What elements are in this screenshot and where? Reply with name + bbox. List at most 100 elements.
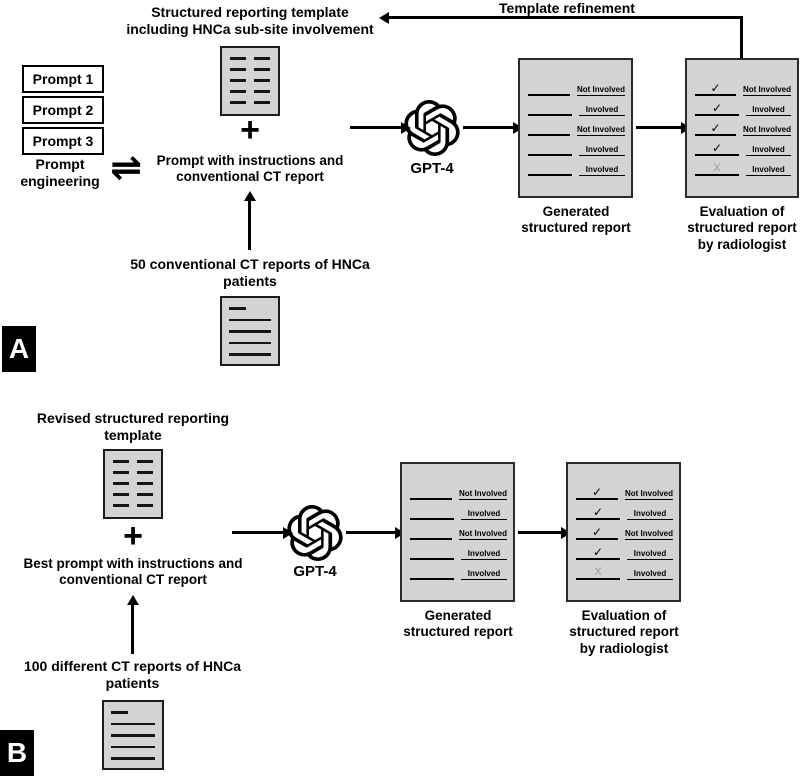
status-text: Not Involved: [576, 85, 625, 96]
template-refinement-arrow-drop: [740, 16, 743, 59]
mark-line: ✓: [695, 134, 739, 156]
report-row: ✓ Not Involved: [695, 76, 791, 96]
plus-icon: +: [240, 111, 260, 149]
report-row: ✓ Not Involved: [695, 116, 791, 136]
evaluation-report-label-b: Evaluation of structured report by radio…: [569, 608, 679, 656]
status-text: Involved: [461, 569, 507, 580]
openai-logo-icon: [404, 100, 460, 157]
report-row: Not Involved: [410, 480, 507, 500]
report-row: ✓ Involved: [695, 136, 791, 156]
report-row: Not Involved: [528, 76, 625, 96]
check-icon: ✓: [591, 485, 603, 499]
generated-report-b: Not Involved Involved Not Involved Invol…: [400, 462, 515, 602]
generated-report-a: Not Involved Involved Not Involved Invol…: [518, 58, 633, 198]
status-text: Not Involved: [742, 125, 791, 136]
evaluation-report-label-a: Evaluation of structured report by radio…: [687, 204, 797, 252]
generated-report-label-a: Generated structured report: [521, 204, 631, 236]
mark-line: ✓: [576, 498, 620, 520]
status-text: Not Involved: [742, 85, 791, 96]
arrow-right-icon: [350, 121, 411, 134]
status-text: Involved: [746, 165, 791, 176]
status-text: Not Involved: [458, 529, 507, 540]
mark-line: ✓: [695, 114, 736, 136]
arrow-right-icon: [232, 526, 293, 539]
template-doc-lines: [105, 451, 161, 507]
status-text: Involved: [746, 145, 791, 156]
status-text: Not Involved: [624, 489, 673, 500]
status-text: Not Involved: [458, 489, 507, 500]
ct-report-doc-icon: [102, 700, 164, 770]
report-row: X Involved: [695, 156, 791, 176]
mark-line: ✓: [695, 94, 739, 116]
plus-icon: +: [123, 517, 143, 555]
x-mark-icon: X: [594, 566, 602, 578]
status-text: Involved: [627, 509, 673, 520]
report-row: Not Involved: [410, 520, 507, 540]
status-text: Involved: [627, 569, 673, 580]
arrow-right-icon: [518, 526, 571, 539]
status-text: Involved: [461, 509, 507, 520]
status-text: Involved: [627, 549, 673, 560]
blank-line: [528, 74, 570, 96]
report-row: ✓ Involved: [695, 96, 791, 116]
prompt-with-instructions-label: Prompt with instructions and conventiona…: [156, 153, 344, 185]
report-row: ✓ Not Involved: [576, 480, 673, 500]
template-refinement-label: Template refinement: [499, 0, 635, 16]
blank-line: [410, 538, 454, 560]
report-row: Involved: [410, 540, 507, 560]
template-doc-lines: [222, 48, 278, 104]
status-text: Involved: [461, 549, 507, 560]
ct-reports-label-b: 100 different CT reports of HNCa patient…: [23, 658, 242, 692]
report-row: Involved: [528, 96, 625, 116]
openai-logo-icon: [287, 505, 343, 562]
best-prompt-label: Best prompt with instructions and conven…: [23, 556, 243, 588]
report-row: ✓ Involved: [576, 540, 673, 560]
arrow-right-icon: [463, 121, 523, 134]
panel-b-tag: B: [0, 730, 34, 776]
check-icon: ✓: [591, 525, 603, 539]
check-icon: ✓: [710, 121, 721, 135]
report-row: X Involved: [576, 560, 673, 580]
x-mark-icon: X: [713, 162, 721, 174]
blank-line: [528, 114, 570, 136]
status-text: Involved: [579, 105, 625, 116]
template-refinement-arrow: [379, 11, 742, 24]
status-text: Involved: [746, 105, 791, 116]
prompt-engineering-label: Prompt engineering: [20, 156, 100, 190]
evaluation-report-b: ✓ Not Involved ✓ Involved ✓ Not Involved ✓ I…: [566, 462, 681, 602]
blank-line: [410, 558, 454, 580]
prompt-1-box: Prompt 1: [22, 65, 104, 93]
blank-line: [528, 94, 572, 116]
status-text: Not Involved: [576, 125, 625, 136]
report-row: Involved: [528, 136, 625, 156]
ct-doc-lines: [104, 702, 162, 760]
gpt4-label: GPT-4: [410, 160, 454, 177]
equilibrium-icon: ⇌: [110, 147, 142, 189]
arrow-right-icon: [636, 121, 691, 134]
mark-line: ✓: [576, 518, 618, 540]
mark-line: ✓: [576, 538, 620, 560]
check-icon: ✓: [710, 81, 721, 95]
report-row: Involved: [528, 156, 625, 176]
status-text: Involved: [579, 145, 625, 156]
prompt-2-box: Prompt 2: [22, 96, 104, 124]
status-text: Involved: [579, 165, 625, 176]
gpt4-label: GPT-4: [293, 563, 337, 580]
arrow-up-icon: [243, 191, 256, 250]
mark-line: X: [695, 154, 739, 176]
blank-line: [410, 478, 452, 500]
check-icon: ✓: [592, 505, 604, 519]
panel-a-tag: A: [2, 326, 36, 372]
mark-line: X: [576, 558, 620, 580]
prompt-3-box: Prompt 3: [22, 127, 104, 155]
mark-line: ✓: [695, 74, 736, 96]
revised-template-doc-icon: [103, 449, 163, 519]
structured-template-doc-icon: [220, 46, 280, 116]
blank-line: [528, 154, 572, 176]
ct-reports-label-a: 50 conventional CT reports of HNCa patie…: [130, 256, 370, 290]
check-icon: ✓: [711, 101, 723, 115]
check-icon: ✓: [711, 141, 723, 155]
arrow-up-icon: [126, 595, 139, 654]
arrow-right-icon: [346, 526, 405, 539]
blank-line: [528, 134, 572, 156]
